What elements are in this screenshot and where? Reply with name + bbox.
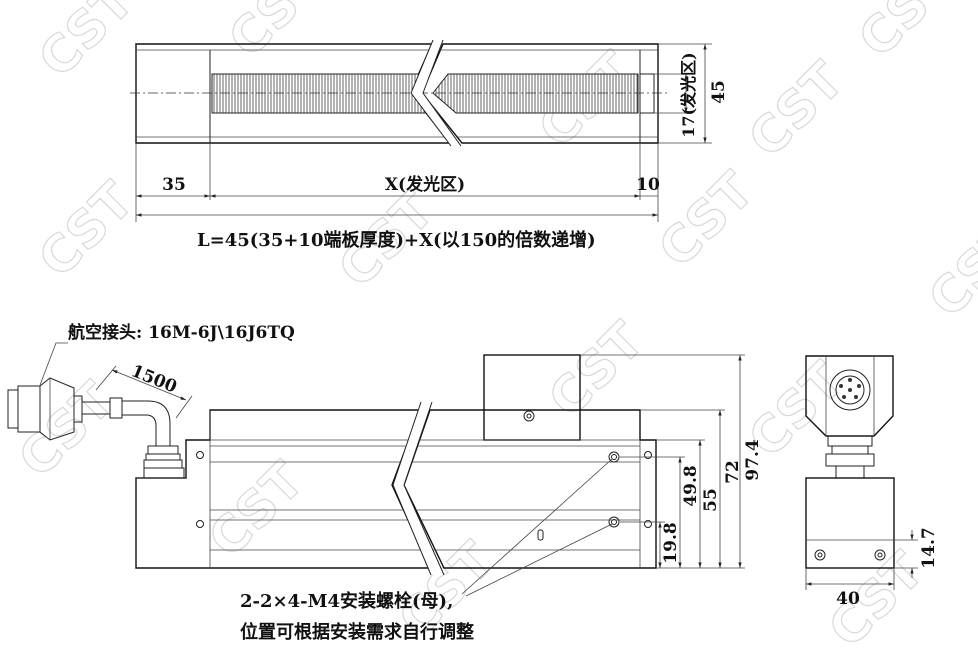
dim-19-8-label: 19.8 xyxy=(661,522,681,563)
dim-10-label: 10 xyxy=(636,175,660,195)
watermark: CST xyxy=(7,371,124,488)
emitting-area-right xyxy=(432,73,639,114)
top-view: 45 17(发光区) 35 X(发光区) 10 L=45(35+10端板厚度)+… xyxy=(130,39,729,251)
watermark: CST xyxy=(847,0,964,68)
note-line-1: 2-2×4-M4安装螺栓(母), xyxy=(240,590,453,612)
watermark: CST xyxy=(27,0,144,88)
front-body-right xyxy=(403,409,657,569)
watermark: CST xyxy=(27,171,144,288)
watermark: CST xyxy=(217,0,334,68)
length-formula: L=45(35+10端板厚度)+X(以150的倍数递增) xyxy=(197,229,596,251)
dim-14-7-label: 14.7 xyxy=(919,527,939,568)
cable-gland xyxy=(143,445,185,479)
side-body xyxy=(805,477,895,569)
watermark: CST xyxy=(817,541,934,658)
dim-35-label: 35 xyxy=(162,175,186,195)
front-body-left xyxy=(135,409,432,569)
emitting-area-left xyxy=(211,73,429,114)
connector-label: 航空接头: 16M-6J\16J6TQ xyxy=(68,322,295,343)
dim-17-label: 17(发光区) xyxy=(679,52,698,137)
connector-face xyxy=(829,369,871,411)
dim-40-label: 40 xyxy=(836,589,860,609)
cable-length-label: 1500 xyxy=(128,361,180,397)
watermark: CST xyxy=(917,211,978,328)
mount-bolt-upper xyxy=(608,451,620,463)
watermark: CST xyxy=(537,311,654,428)
dim-49-8-label: 49.8 xyxy=(681,465,701,506)
front-view: 航空接头: 16M-6J\16J6TQ 1500 xyxy=(7,322,763,643)
dim-x-label: X(发光区) xyxy=(385,174,465,195)
mount-screw xyxy=(523,410,535,422)
dim-55-label: 55 xyxy=(701,488,721,512)
dim-97-4-label: 97.4 xyxy=(743,439,763,481)
watermark: CST xyxy=(647,161,764,278)
note-line-2: 位置可根据安装需求自行调整 xyxy=(240,621,474,643)
side-view: 40 14.7 xyxy=(805,355,939,609)
dim-45-label: 45 xyxy=(709,80,729,104)
dim-72-label: 72 xyxy=(723,460,743,484)
mount-bolt-lower xyxy=(608,516,620,528)
watermark: CST xyxy=(737,51,854,168)
